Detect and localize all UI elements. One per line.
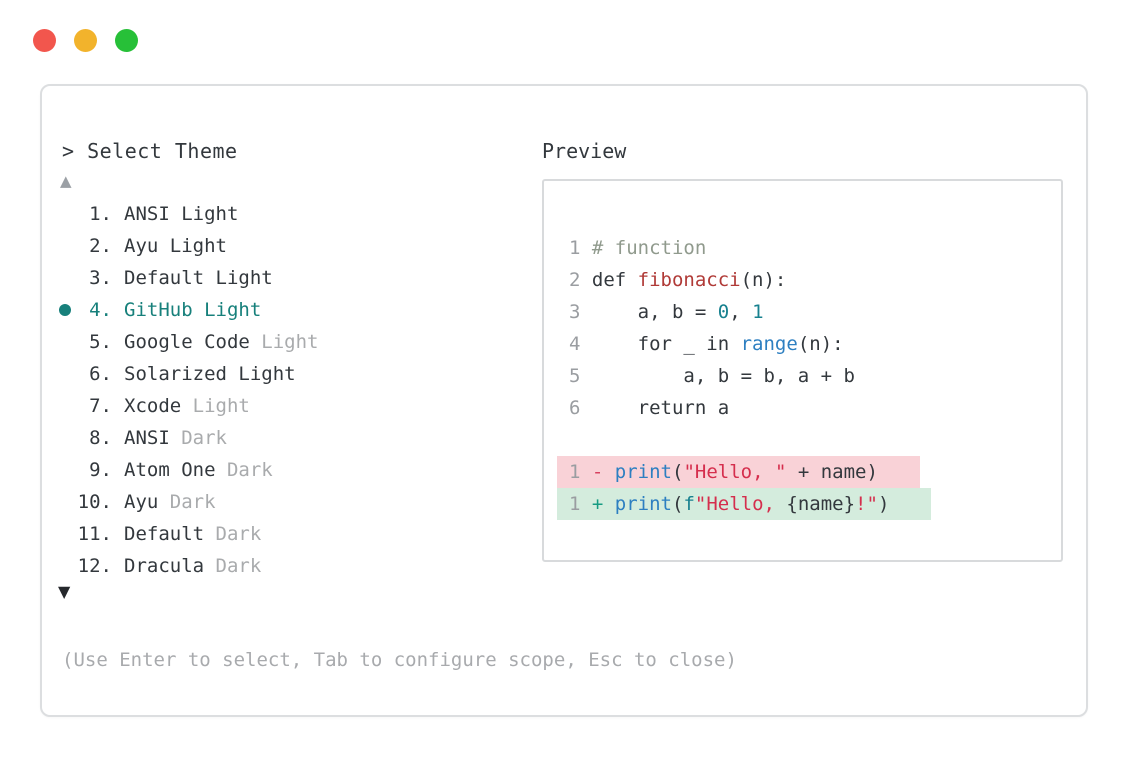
theme-item-number: 11. (77, 523, 112, 545)
theme-item-label: Default Dark (124, 523, 262, 545)
selected-bullet-icon (57, 496, 73, 508)
theme-item-default-dark[interactable]: 11. Default Dark (42, 518, 502, 550)
theme-item-number: 10. (77, 491, 112, 513)
selected-bullet-icon (57, 368, 73, 380)
code-line-1: 1 # function (569, 237, 707, 259)
theme-item-label: Ayu Dark (124, 491, 216, 513)
theme-item-label: Default Light (124, 267, 273, 289)
scroll-down-icon[interactable]: ▼ (58, 582, 71, 601)
selected-bullet-icon (57, 272, 73, 284)
scroll-up-icon[interactable]: ▲ (60, 172, 72, 190)
selected-bullet-icon (57, 336, 73, 348)
theme-item-number: 5. (89, 331, 112, 353)
code-preview: 1 # function 2 def fibonacci(n): 3 a, b = … (544, 181, 1061, 520)
preview-label: Preview (542, 139, 627, 163)
code-line-blank (544, 424, 1061, 456)
help-text: (Use Enter to select, Tab to configure s… (62, 649, 737, 671)
theme-item-label: Google Code Light (124, 331, 319, 353)
diff-line-added: 1 + print(f"Hello, {name}!") (557, 488, 932, 520)
selected-bullet-icon (57, 560, 73, 572)
selected-bullet-icon (57, 464, 73, 476)
theme-list: 1. ANSI Light 2. Ayu Light 3. Default Light 4.… (42, 198, 502, 582)
theme-item-number: 3. (89, 267, 112, 289)
diff-line-removed: 1 - print("Hello, " + name) (557, 456, 920, 488)
theme-item-google-code-light[interactable]: 5. Google Code Light (42, 326, 502, 358)
theme-item-github-light[interactable]: 4. GitHub Light (42, 294, 502, 326)
code-line-6: 6 return a (569, 397, 730, 419)
window-traffic-lights (33, 29, 138, 52)
theme-item-default-light[interactable]: 3. Default Light (42, 262, 502, 294)
theme-item-ayu-dark[interactable]: 10. Ayu Dark (42, 486, 502, 518)
selected-bullet-icon (57, 240, 73, 252)
theme-item-label: ANSI Dark (124, 427, 227, 449)
theme-item-ayu-light[interactable]: 2. Ayu Light (42, 230, 502, 262)
code-line-4: 4 for _ in range(n): (569, 333, 844, 355)
theme-item-number: 9. (89, 459, 112, 481)
selected-bullet-icon (57, 432, 73, 444)
code-line-3: 3 a, b = 0, 1 (569, 301, 764, 323)
theme-item-number: 2. (89, 235, 112, 257)
selected-bullet-icon (57, 208, 73, 220)
theme-item-solarized-light[interactable]: 6. Solarized Light (42, 358, 502, 390)
code-line-2: 2 def fibonacci(n): (569, 269, 787, 291)
theme-item-label: Ayu Light (124, 235, 227, 257)
theme-item-number: 7. (89, 395, 112, 417)
theme-item-label: Xcode Light (124, 395, 250, 417)
theme-item-number: 6. (89, 363, 112, 385)
theme-item-ansi-light[interactable]: 1. ANSI Light (42, 198, 502, 230)
selected-bullet-icon (57, 528, 73, 540)
theme-item-label: GitHub Light (124, 299, 262, 321)
code-line-5: 5 a, b = b, a + b (569, 365, 855, 387)
selected-bullet-icon (57, 304, 73, 316)
theme-item-label: Dracula Dark (124, 555, 262, 577)
theme-item-atom-one-dark[interactable]: 9. Atom One Dark (42, 454, 502, 486)
theme-item-label: Solarized Light (124, 363, 296, 385)
select-theme-prompt: > Select Theme (62, 139, 238, 163)
theme-item-number: 12. (77, 555, 112, 577)
theme-item-number: 1. (89, 203, 112, 225)
theme-picker-panel: > Select Theme ▲ 1. ANSI Light 2. Ayu Light… (40, 84, 1088, 717)
selected-bullet-icon (57, 400, 73, 412)
theme-item-number: 8. (89, 427, 112, 449)
preview-box: 1 # function 2 def fibonacci(n): 3 a, b = … (542, 179, 1063, 562)
minimize-button[interactable] (74, 29, 97, 52)
theme-item-xcode-light[interactable]: 7. Xcode Light (42, 390, 502, 422)
theme-item-label: ANSI Light (124, 203, 239, 225)
theme-item-dracula-dark[interactable]: 12. Dracula Dark (42, 550, 502, 582)
close-button[interactable] (33, 29, 56, 52)
theme-item-label: Atom One Dark (124, 459, 273, 481)
theme-item-ansi-dark[interactable]: 8. ANSI Dark (42, 422, 502, 454)
zoom-button[interactable] (115, 29, 138, 52)
theme-item-number: 4. (89, 299, 112, 321)
